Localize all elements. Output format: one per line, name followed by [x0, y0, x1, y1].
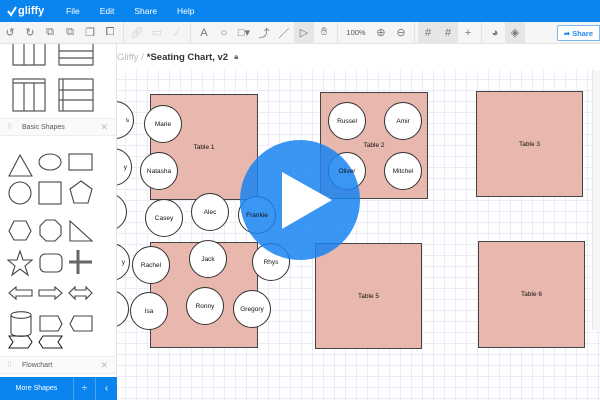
drag-handle-icon[interactable]: ⠿ — [7, 124, 13, 131]
document-title[interactable]: *Seating Chart, v2 — [146, 51, 229, 63]
collapse-panels-icon[interactable]: ÷ — [73, 377, 95, 400]
seat-circle[interactable]: Gregory — [233, 290, 271, 328]
seat-circle[interactable]: Rachel — [132, 246, 170, 284]
table-shape[interactable]: Table 6 — [478, 241, 585, 348]
eyedropper-icon[interactable]: ⁄ — [176, 26, 178, 39]
table-shape[interactable]: Table 5 — [315, 243, 422, 349]
right-panel-collapsed[interactable] — [592, 70, 600, 330]
seat-label: Ronny — [195, 302, 215, 310]
menu-bar: gliffy File Edit Share Help — [0, 0, 600, 22]
seat-circle[interactable]: Mitchel — [384, 152, 422, 190]
seat-circle[interactable]: Ronny — [186, 287, 224, 325]
link-icon[interactable]: 🔗︎ — [130, 27, 144, 39]
ellipse-tool-icon[interactable]: ○ — [220, 26, 228, 39]
seat-circle[interactable]: Isa — [130, 292, 168, 330]
share-label: Share — [572, 28, 593, 38]
close-icon[interactable]: ✕ — [100, 359, 108, 370]
seat-label: Rachel — [140, 261, 162, 269]
seat-label: Amir — [396, 117, 410, 125]
seat-label: Casey — [154, 214, 174, 222]
share-button[interactable]: ➦Share — [556, 25, 600, 41]
seat-circle[interactable]: Russel — [328, 102, 366, 140]
hand-tool-icon[interactable]: ✋︎ — [320, 26, 328, 38]
group-icon[interactable]: ⧠ — [105, 26, 115, 38]
seat-label: Mitchel — [392, 167, 414, 175]
basic-shapes-grid[interactable] — [0, 140, 117, 350]
table-shape[interactable]: Table 3 — [476, 91, 583, 197]
seat-circle[interactable]: Natasha — [140, 152, 178, 190]
seat-label: Frankie — [246, 211, 268, 219]
rectangle-tool-icon[interactable]: □▾ — [237, 27, 251, 39]
seat-circle[interactable]: Amir — [384, 102, 422, 140]
document-title-bar: Gliffy / *Seating Chart, v2 🔒︎ — [117, 44, 600, 70]
layers-icon[interactable]: ◈ — [505, 21, 525, 44]
seat-label: Jack — [201, 255, 215, 263]
seat-circle[interactable]: Casey — [145, 199, 183, 237]
zoom-level-select[interactable]: 100% — [346, 28, 366, 37]
pointer-tool-icon[interactable]: ▷ — [294, 21, 314, 44]
sidebar-footer: More Shapes ÷ ‹ — [0, 377, 117, 400]
bring-to-front-icon[interactable]: ⧉ — [46, 26, 54, 38]
menu-file[interactable]: File — [66, 6, 80, 16]
zoom-in-icon[interactable]: ⊕ — [376, 27, 386, 39]
panel-basic-shapes[interactable]: ⠿ Basic Shapes ✕ — [0, 118, 116, 136]
lock-icon[interactable]: 🔒︎ — [234, 52, 239, 61]
collapse-sidebar-icon[interactable]: ‹ — [95, 377, 117, 400]
share-arrow-icon: ➦ — [563, 28, 571, 38]
drag-handle-icon[interactable]: ⠿ — [7, 362, 13, 369]
snap-grid-icon[interactable]: # — [438, 21, 458, 44]
menu-help[interactable]: Help — [177, 6, 195, 16]
toolbar: ↺ ↻ ⧉ ⧉ ❐ ⧠ 🔗︎ ▭ ⁄ A ○ □▾ ⤴ ／ ▷ ✋︎ 100% … — [0, 21, 600, 44]
seat-label: Gregory — [240, 305, 264, 313]
close-icon[interactable]: ✕ — [100, 121, 108, 132]
panel-flowchart[interactable]: ⠿ Flowchart ✕ — [0, 356, 116, 374]
more-shapes-button[interactable]: More Shapes — [15, 385, 58, 392]
menu-share[interactable]: Share — [134, 6, 158, 16]
seat-circle[interactable]: Alec — [191, 193, 229, 231]
guides-icon[interactable]: + — [464, 26, 472, 39]
comment-icon[interactable]: ▭ — [151, 27, 163, 39]
seat-label: Natasha — [146, 167, 172, 175]
menu-edit[interactable]: Edit — [99, 6, 115, 16]
panel-title: Basic Shapes — [22, 123, 65, 131]
gliffy-logo-icon — [7, 6, 17, 17]
gliffy-logo: gliffy — [6, 5, 60, 17]
send-backward-icon[interactable]: ❐ — [85, 27, 95, 39]
table-shapes[interactable] — [0, 44, 117, 120]
panel-title: Flowchart — [22, 361, 53, 369]
play-video-button[interactable] — [240, 140, 360, 260]
shape-library-sidebar: ⠿ Basic Shapes ✕ ⠿ Flowchart ✕ More Shap… — [0, 44, 117, 400]
undo-icon[interactable]: ↺ — [5, 27, 15, 39]
seat-circle[interactable]: Jack — [189, 240, 227, 278]
theme-palette-icon[interactable]: ◕ — [491, 26, 499, 39]
redo-icon[interactable]: ↻ — [25, 27, 35, 39]
connector-tool-icon[interactable]: ⤴ — [258, 27, 270, 40]
text-tool-icon[interactable]: A — [200, 26, 208, 39]
line-tool-icon[interactable]: ／ — [278, 27, 290, 40]
play-icon — [282, 172, 332, 229]
zoom-out-icon[interactable]: ⊖ — [396, 27, 406, 39]
seat-label: Alec — [203, 208, 217, 216]
bring-forward-icon[interactable]: ⧉ — [66, 26, 74, 38]
seat-label: Oliver — [338, 167, 356, 175]
seat-label: Rhys — [263, 258, 279, 266]
seat-label: Marie — [154, 120, 172, 128]
grid-icon[interactable]: # — [418, 21, 438, 44]
logo-text: gliffy — [18, 5, 45, 17]
seat-label: Russel — [337, 117, 357, 125]
breadcrumb-root[interactable]: Gliffy / — [117, 51, 144, 63]
seat-label: Isa — [144, 307, 154, 315]
seat-circle[interactable]: Marie — [144, 105, 182, 143]
